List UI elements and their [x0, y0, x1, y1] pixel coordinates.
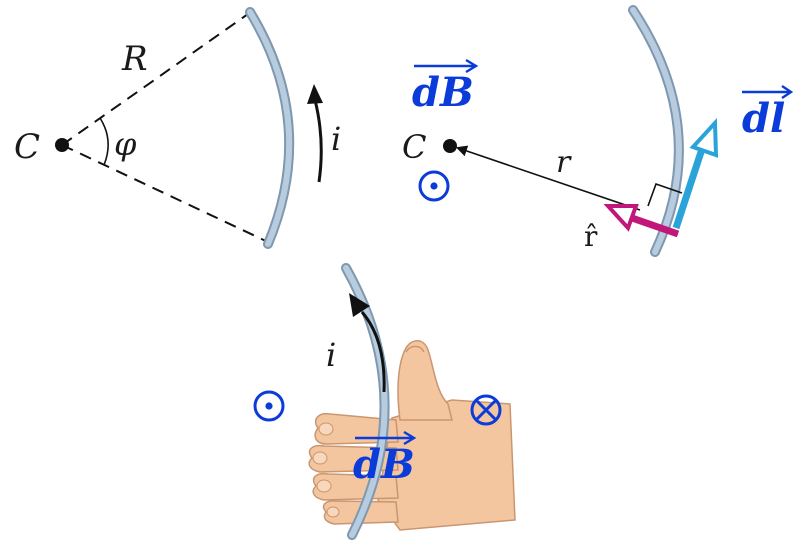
current-arrow-3 [360, 311, 386, 393]
center-label: C [14, 127, 40, 167]
out-of-page-icon [418, 170, 450, 202]
center-label-2: C [402, 128, 426, 166]
dB-label-group-3: dB [353, 430, 417, 488]
r-label: r [556, 145, 572, 180]
into-page-icon [470, 394, 502, 426]
radius-label: R [121, 39, 148, 79]
radius-line-lower [61, 144, 269, 243]
dB-label-3: dB [353, 441, 415, 488]
panel-biot-savart-element: C r r̂ dB dl [402, 5, 794, 257]
dB-label-group: dB [412, 58, 479, 116]
dB-label: dB [412, 69, 474, 116]
dl-vector [672, 144, 707, 230]
current-label-3: i [326, 336, 336, 374]
current-label: i [331, 120, 341, 158]
out-of-page-icon-3 [253, 390, 285, 422]
right-angle-marker [647, 182, 683, 207]
rhat-label: r̂ [584, 220, 598, 253]
current-arrowhead-3 [349, 293, 370, 317]
angle-arc [99, 117, 109, 166]
current-arrowhead [307, 84, 323, 104]
dl-label: dl [742, 95, 785, 142]
dl-label-group: dl [742, 85, 794, 142]
current-arrow [313, 99, 323, 183]
rhat-arrowhead [603, 204, 639, 232]
hand-illustration [308, 340, 516, 531]
rhat-vector [630, 214, 680, 238]
dl-arrowhead [689, 118, 719, 158]
center-point [55, 138, 69, 152]
radius-line-upper [61, 13, 249, 146]
panel-arc-geometry: R C φ i [14, 7, 341, 249]
angle-label: φ [114, 125, 137, 163]
center-point-2 [443, 139, 457, 153]
r-vector [455, 145, 641, 211]
panel-right-hand-rule: i dB [253, 263, 516, 540]
